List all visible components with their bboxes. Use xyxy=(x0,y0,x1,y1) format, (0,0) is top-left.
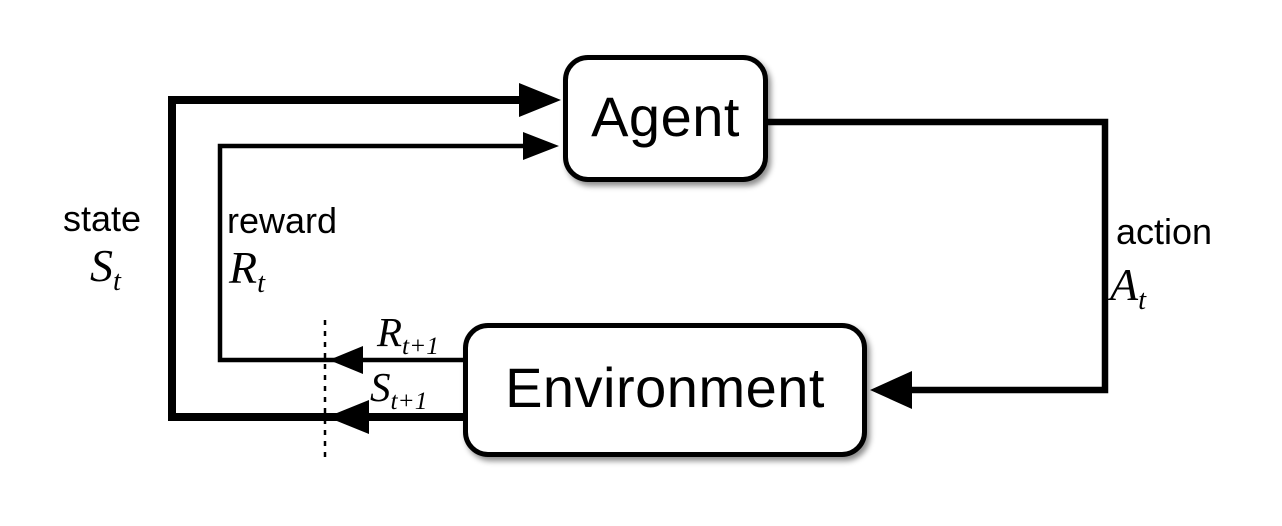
next-reward-arrowhead-icon xyxy=(329,346,363,374)
state-signal-path xyxy=(168,96,522,421)
state-symbol-base: S xyxy=(90,240,113,291)
reward-word-label: reward xyxy=(227,200,338,241)
action-symbol-subscript: t xyxy=(1138,285,1147,317)
action-signal-path xyxy=(768,118,1109,394)
next-reward-symbol-subscript: t+1 xyxy=(402,332,439,361)
next-state-symbol-label: St+1 xyxy=(370,364,427,414)
next-reward-symbol-base: R xyxy=(377,309,403,355)
reward-symbol-label: Rt xyxy=(229,242,265,298)
action-arrowhead-into-environment-icon xyxy=(870,371,912,409)
agent-node: Agent xyxy=(563,55,768,182)
environment-node: Environment xyxy=(463,323,867,457)
reward-symbol-subscript: t xyxy=(257,268,266,300)
next-reward-symbol-label: Rt+1 xyxy=(377,309,439,359)
state-symbol-subscript: t xyxy=(113,266,121,298)
reward-arrowhead-into-agent-icon xyxy=(523,132,559,160)
state-word-label: state xyxy=(63,198,142,239)
agent-node-label: Agent xyxy=(591,84,740,148)
reward-symbol-base: R xyxy=(229,242,258,293)
state-symbol-label: St xyxy=(90,240,121,296)
action-symbol-label: At xyxy=(1110,259,1146,315)
next-state-arrowhead-icon xyxy=(327,400,369,434)
next-state-symbol-base: S xyxy=(370,364,391,410)
next-state-symbol-subscript: t+1 xyxy=(390,387,428,416)
action-word-label: action xyxy=(1116,211,1213,252)
environment-node-label: Environment xyxy=(505,356,825,419)
action-symbol-base: A xyxy=(1110,259,1139,310)
state-arrowhead-into-agent-icon xyxy=(519,83,561,117)
